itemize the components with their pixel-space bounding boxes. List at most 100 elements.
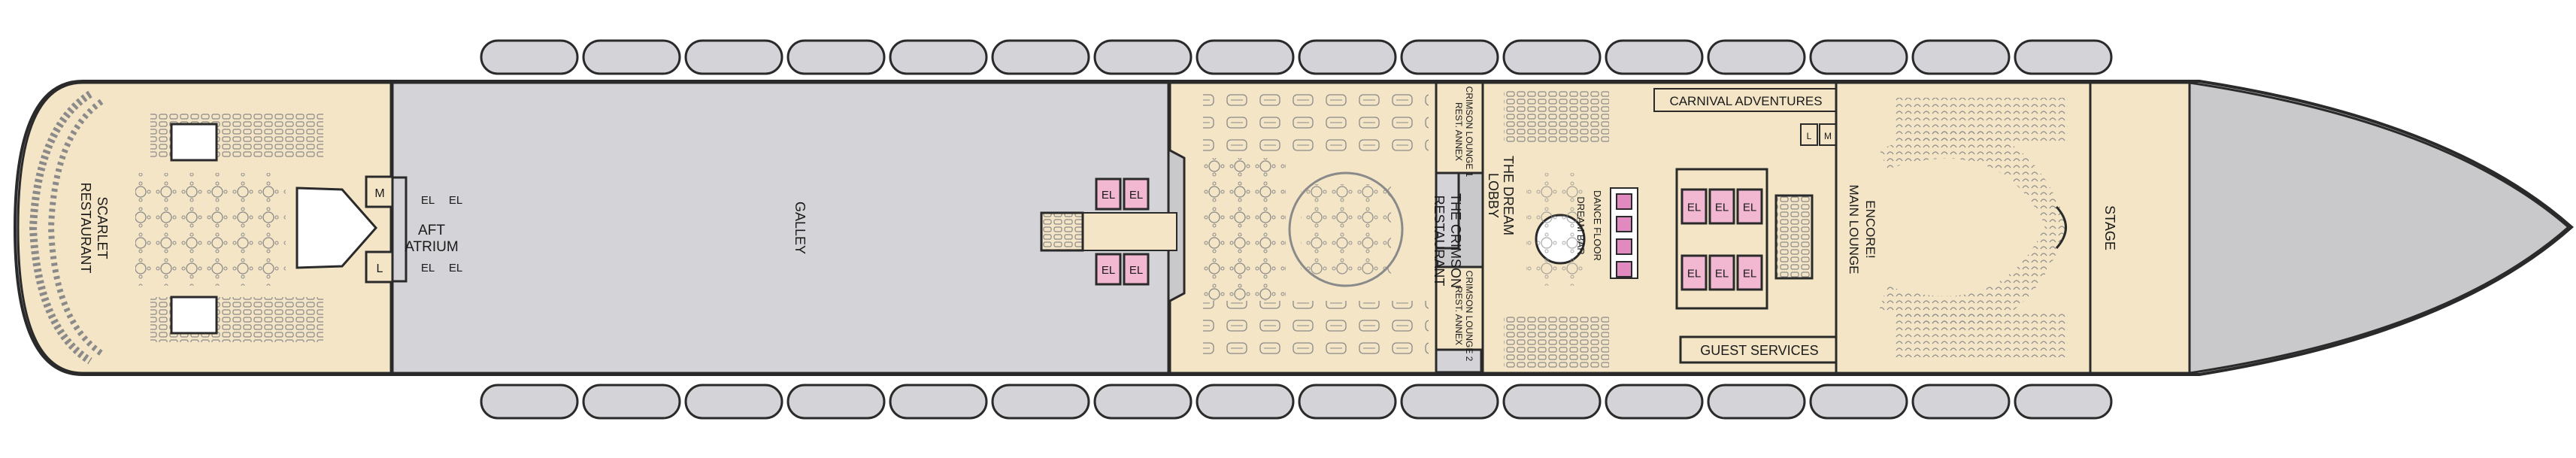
elevator-fwd-2 [1708, 188, 1735, 225]
label-restroom-l-fwd: L [1807, 131, 1812, 141]
elevator-mid-2 [1123, 177, 1150, 211]
dance-floor-pink-4 [1616, 261, 1632, 278]
label-restroom-m-aft: M [374, 187, 384, 200]
label-stage: STAGE [2102, 205, 2117, 250]
restroom-ladies-fwd [1800, 123, 1818, 146]
elevator-label: EL [1102, 189, 1115, 202]
label-scarlet-restaurant-2: RESTAURANT [78, 183, 93, 274]
aft-window-seats-inner [47, 99, 104, 356]
mid-stairs [1040, 211, 1084, 252]
lifeboat-port [1196, 39, 1295, 75]
crimson-side-tables-left [1203, 158, 1286, 301]
aft-restaurant-tables [135, 173, 286, 286]
restroom-ladies-aft [365, 250, 395, 284]
lifeboat-port [2014, 39, 2113, 75]
lifeboat-starboard [1502, 384, 1602, 420]
bow-area [2188, 81, 2571, 375]
lifeboat-starboard [1196, 384, 1295, 420]
lifeboat-port [1093, 39, 1193, 75]
crimson-booths-top [1203, 94, 1429, 154]
dance-floor-pink-3 [1616, 238, 1632, 255]
label-rest-annex-1: REST. ANNEX [1453, 102, 1464, 161]
lifeboat-port [1400, 39, 1499, 75]
label-scarlet-restaurant-1: SCARLET [95, 196, 110, 259]
crimson-service-room-top [1435, 171, 1460, 250]
restroom-men-aft [365, 175, 395, 208]
elevator-mid-4 [1123, 253, 1150, 286]
aft-window-seats [29, 90, 92, 365]
label-dance-floor: DANCE FLOOR [1592, 190, 1603, 261]
lifeboat-port [786, 39, 886, 75]
label-encore-2: MAIN LOUNGE [1847, 184, 1861, 274]
elevator-label: EL [1743, 268, 1756, 281]
elevator-fwd-3 [1736, 188, 1763, 225]
lifeboat-starboard [1707, 384, 1806, 420]
lifeboat-starboard [582, 384, 681, 420]
encore-theater-seating [1880, 129, 2068, 329]
forward-elevator-shaft [1675, 168, 1768, 310]
lifeboats-port [480, 39, 2113, 75]
lifeboats-starboard [480, 384, 2113, 420]
elevator-mid-1 [1095, 177, 1122, 211]
lifeboat-port [1809, 39, 1908, 75]
galley-area [391, 81, 1170, 375]
label-guest-services: GUEST SERVICES [1700, 343, 1818, 358]
dance-floor-elevators [1616, 193, 1632, 278]
crimson-service-room-bottom [1435, 348, 1483, 374]
lifeboat-starboard [889, 384, 988, 420]
elevator-mid-3 [1095, 253, 1122, 286]
lifeboat-port [1298, 39, 1397, 75]
forward-stairs [1774, 194, 1814, 280]
lifeboat-starboard [1605, 384, 1704, 420]
elevator-label: EL [1715, 268, 1729, 281]
aft-atrium-area [295, 187, 378, 269]
elevator-label: EL [449, 194, 462, 207]
label-carnival-adventures: CARNIVAL ADVENTURES [1669, 94, 1822, 108]
carnival-adventures-desk [1653, 88, 1839, 112]
label-dream-bar: DREAM BAR [1575, 196, 1587, 254]
label-rest-annex-2: REST. ANNEX [1453, 287, 1464, 345]
elevator-fwd-1 [1680, 188, 1708, 225]
label-aft-atrium-2: ATRIUM [405, 239, 458, 255]
lifeboat-starboard [1400, 384, 1499, 420]
lifeboat-port [1605, 39, 1704, 75]
lifeboat-starboard [786, 384, 886, 420]
lifeboat-starboard [1093, 384, 1193, 420]
dream-lobby-seating-bottom [1504, 316, 1609, 369]
lifeboat-starboard [1809, 384, 1908, 420]
lifeboat-port [1911, 39, 2011, 75]
lifeboat-port [889, 39, 988, 75]
crimson-booths-bottom [1203, 301, 1429, 361]
lifeboat-starboard [1298, 384, 1397, 420]
elevator-label: EL [1129, 264, 1143, 277]
lifeboat-port [1502, 39, 1602, 75]
encore-lower-seating [1895, 312, 2068, 357]
elevator-label: EL [1687, 202, 1701, 214]
dream-bar-seats [1526, 173, 1587, 286]
label-crimson-lounge-2: CRIMSON LOUNGE 2 [1464, 271, 1474, 362]
lifeboat-port [1707, 39, 1806, 75]
stage-area [2089, 81, 2191, 375]
elevator-label: EL [1687, 268, 1701, 281]
crimson-center-dais [1288, 171, 1404, 287]
galley-aft-wall [391, 83, 408, 373]
elevator-label: EL [421, 194, 435, 207]
lifeboat-port [582, 39, 681, 75]
dance-floor-pink-1 [1616, 193, 1632, 210]
label-crimson-restaurant-2: RESTAURANT [1432, 196, 1447, 287]
encore-upper-seating [1895, 98, 2068, 143]
lifeboat-starboard [684, 384, 783, 420]
label-restroom-m-fwd: M [1824, 131, 1832, 141]
aft-stair-top [170, 123, 218, 162]
forward-elevator-bank [1680, 188, 1763, 291]
dance-floor-pink-2 [1616, 216, 1632, 232]
label-restroom-l-aft: L [377, 262, 383, 275]
dream-lobby-seating-top [1504, 90, 1609, 143]
label-dream-lobby-2: LOBBY [1486, 173, 1501, 218]
elevator-label: EL [1129, 189, 1143, 202]
elevator-label: EL [1743, 202, 1756, 214]
elevator-label: EL [449, 262, 462, 274]
label-crimson-lounge-1: CRIMSON LOUNGE 1 [1464, 86, 1474, 177]
